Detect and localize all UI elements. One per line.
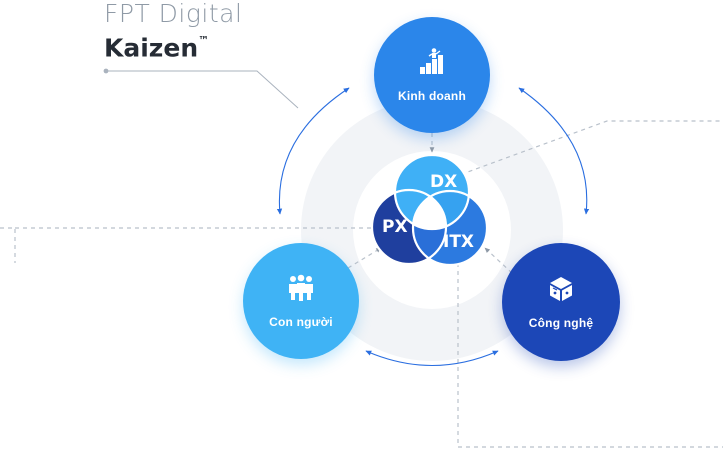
business-growth-icon bbox=[420, 48, 443, 74]
venn-dx-label: DX bbox=[430, 172, 458, 192]
brand-leader-line bbox=[103, 68, 299, 109]
node-people: Con người bbox=[243, 243, 359, 359]
connector-tech-to-venn bbox=[484, 247, 513, 274]
brand-name: Kaizen bbox=[104, 33, 199, 63]
node-business: Kinh doanh bbox=[374, 17, 490, 133]
connector-right-top bbox=[445, 120, 723, 181]
tech-chip-icon bbox=[550, 277, 572, 301]
arrow-biz-people bbox=[276, 87, 350, 215]
brand-title: FPT Digital Kaizen™ bbox=[104, 0, 242, 64]
connector-bottom bbox=[457, 255, 723, 448]
brand-line2: Kaizen™ bbox=[104, 28, 242, 64]
venn-center bbox=[413, 191, 446, 229]
node-technology-label: Công nghệ bbox=[528, 316, 594, 330]
people-group-icon bbox=[289, 274, 313, 301]
connector-people-to-venn bbox=[347, 247, 382, 269]
node-business-label: Kinh doanh bbox=[398, 89, 466, 103]
venn-itx-label: ITX bbox=[443, 232, 475, 252]
arrow-people-tech bbox=[365, 350, 499, 367]
venn-px-label: PX bbox=[382, 217, 408, 237]
trademark-mark: ™ bbox=[198, 34, 210, 47]
venn-diagram bbox=[370, 153, 489, 267]
brand-line1: FPT Digital bbox=[104, 0, 243, 28]
node-people-label: Con người bbox=[269, 315, 333, 329]
dashed-connectors bbox=[0, 120, 723, 448]
cycle-arrows bbox=[276, 87, 590, 367]
connector-left bbox=[0, 227, 372, 263]
arrow-biz-tech bbox=[518, 87, 590, 215]
node-technology: Công nghệ bbox=[502, 243, 620, 361]
